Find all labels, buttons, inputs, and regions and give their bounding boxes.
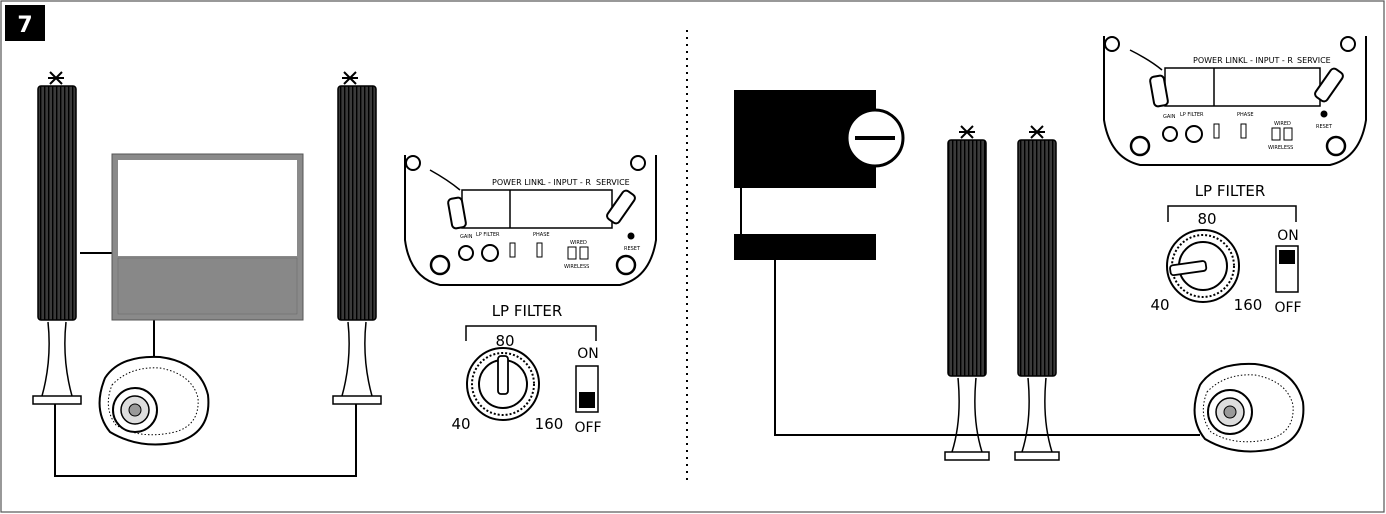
lp-filter-mark-160-right: 160 [1234, 296, 1263, 314]
lp-filter-title-right: LP FILTER [1195, 182, 1266, 200]
wireless-label-right: WIRELESS [1268, 145, 1293, 151]
lp-filter-small-label-right: LP FILTER [1180, 112, 1204, 118]
power-link-label: POWER LINK [492, 178, 543, 187]
left-lp-filter-detail: LP FILTER 80 40 160 ON OFF [451, 302, 601, 436]
speaker-b [1014, 125, 1060, 461]
service-label: SERVICE [596, 178, 630, 187]
wired-label-right: WIRED [1274, 121, 1291, 127]
left-rear-panel: POWER LINK L - INPUT - R SERVICE GAIN LP… [404, 155, 657, 286]
source-device [734, 90, 905, 188]
phase-label-right: PHASE [1237, 112, 1254, 118]
right-lp-filter-detail: LP FILTER 80 40 160 ON OFF [1150, 182, 1301, 316]
input-label-right: L - INPUT - R [1243, 56, 1293, 65]
lp-filter-mark-40-right: 40 [1150, 296, 1169, 314]
switch-off-label: OFF [574, 420, 601, 436]
lp-filter-title: LP FILTER [492, 302, 563, 320]
phase-label: PHASE [533, 232, 550, 238]
step-number: 7 [17, 13, 32, 38]
switch-on-label-right: ON [1277, 228, 1299, 244]
reset-label: RESET [624, 246, 641, 252]
receiver-device [734, 234, 876, 260]
right-panel: POWER LINK L - INPUT - R SERVICE GAIN LP… [734, 36, 1367, 461]
television [111, 153, 304, 321]
right-speaker [332, 71, 382, 405]
step-badge [5, 5, 45, 41]
left-cables [54, 252, 357, 477]
gain-label: GAIN [460, 234, 473, 240]
left-speaker [32, 71, 82, 405]
switch-position-on [1279, 250, 1295, 264]
service-label-right: SERVICE [1297, 56, 1331, 65]
lp-filter-mark-80-right: 80 [1197, 210, 1216, 228]
power-link-label-right: POWER LINK [1193, 56, 1244, 65]
right-cables [774, 260, 1200, 436]
subwoofer [98, 355, 210, 446]
switch-position-off [579, 392, 595, 408]
wired-label: WIRED [570, 240, 587, 246]
lp-filter-small-label: LP FILTER [476, 232, 500, 238]
lp-filter-mark-80: 80 [495, 332, 514, 350]
reset-label-right: RESET [1316, 124, 1333, 130]
subwoofer-right [1193, 362, 1305, 453]
lp-filter-mark-160: 160 [535, 415, 564, 433]
switch-on-label: ON [577, 346, 599, 362]
right-rear-panel: POWER LINK L - INPUT - R SERVICE GAIN LP… [1103, 36, 1367, 166]
speaker-a [944, 125, 990, 461]
gain-label-right: GAIN [1163, 114, 1176, 120]
input-label: L - INPUT - R [541, 178, 591, 187]
lp-filter-mark-40: 40 [451, 415, 470, 433]
switch-off-label-right: OFF [1274, 300, 1301, 316]
wireless-label: WIRELESS [564, 264, 589, 270]
left-panel: POWER LINK L - INPUT - R SERVICE GAIN LP… [32, 71, 657, 477]
